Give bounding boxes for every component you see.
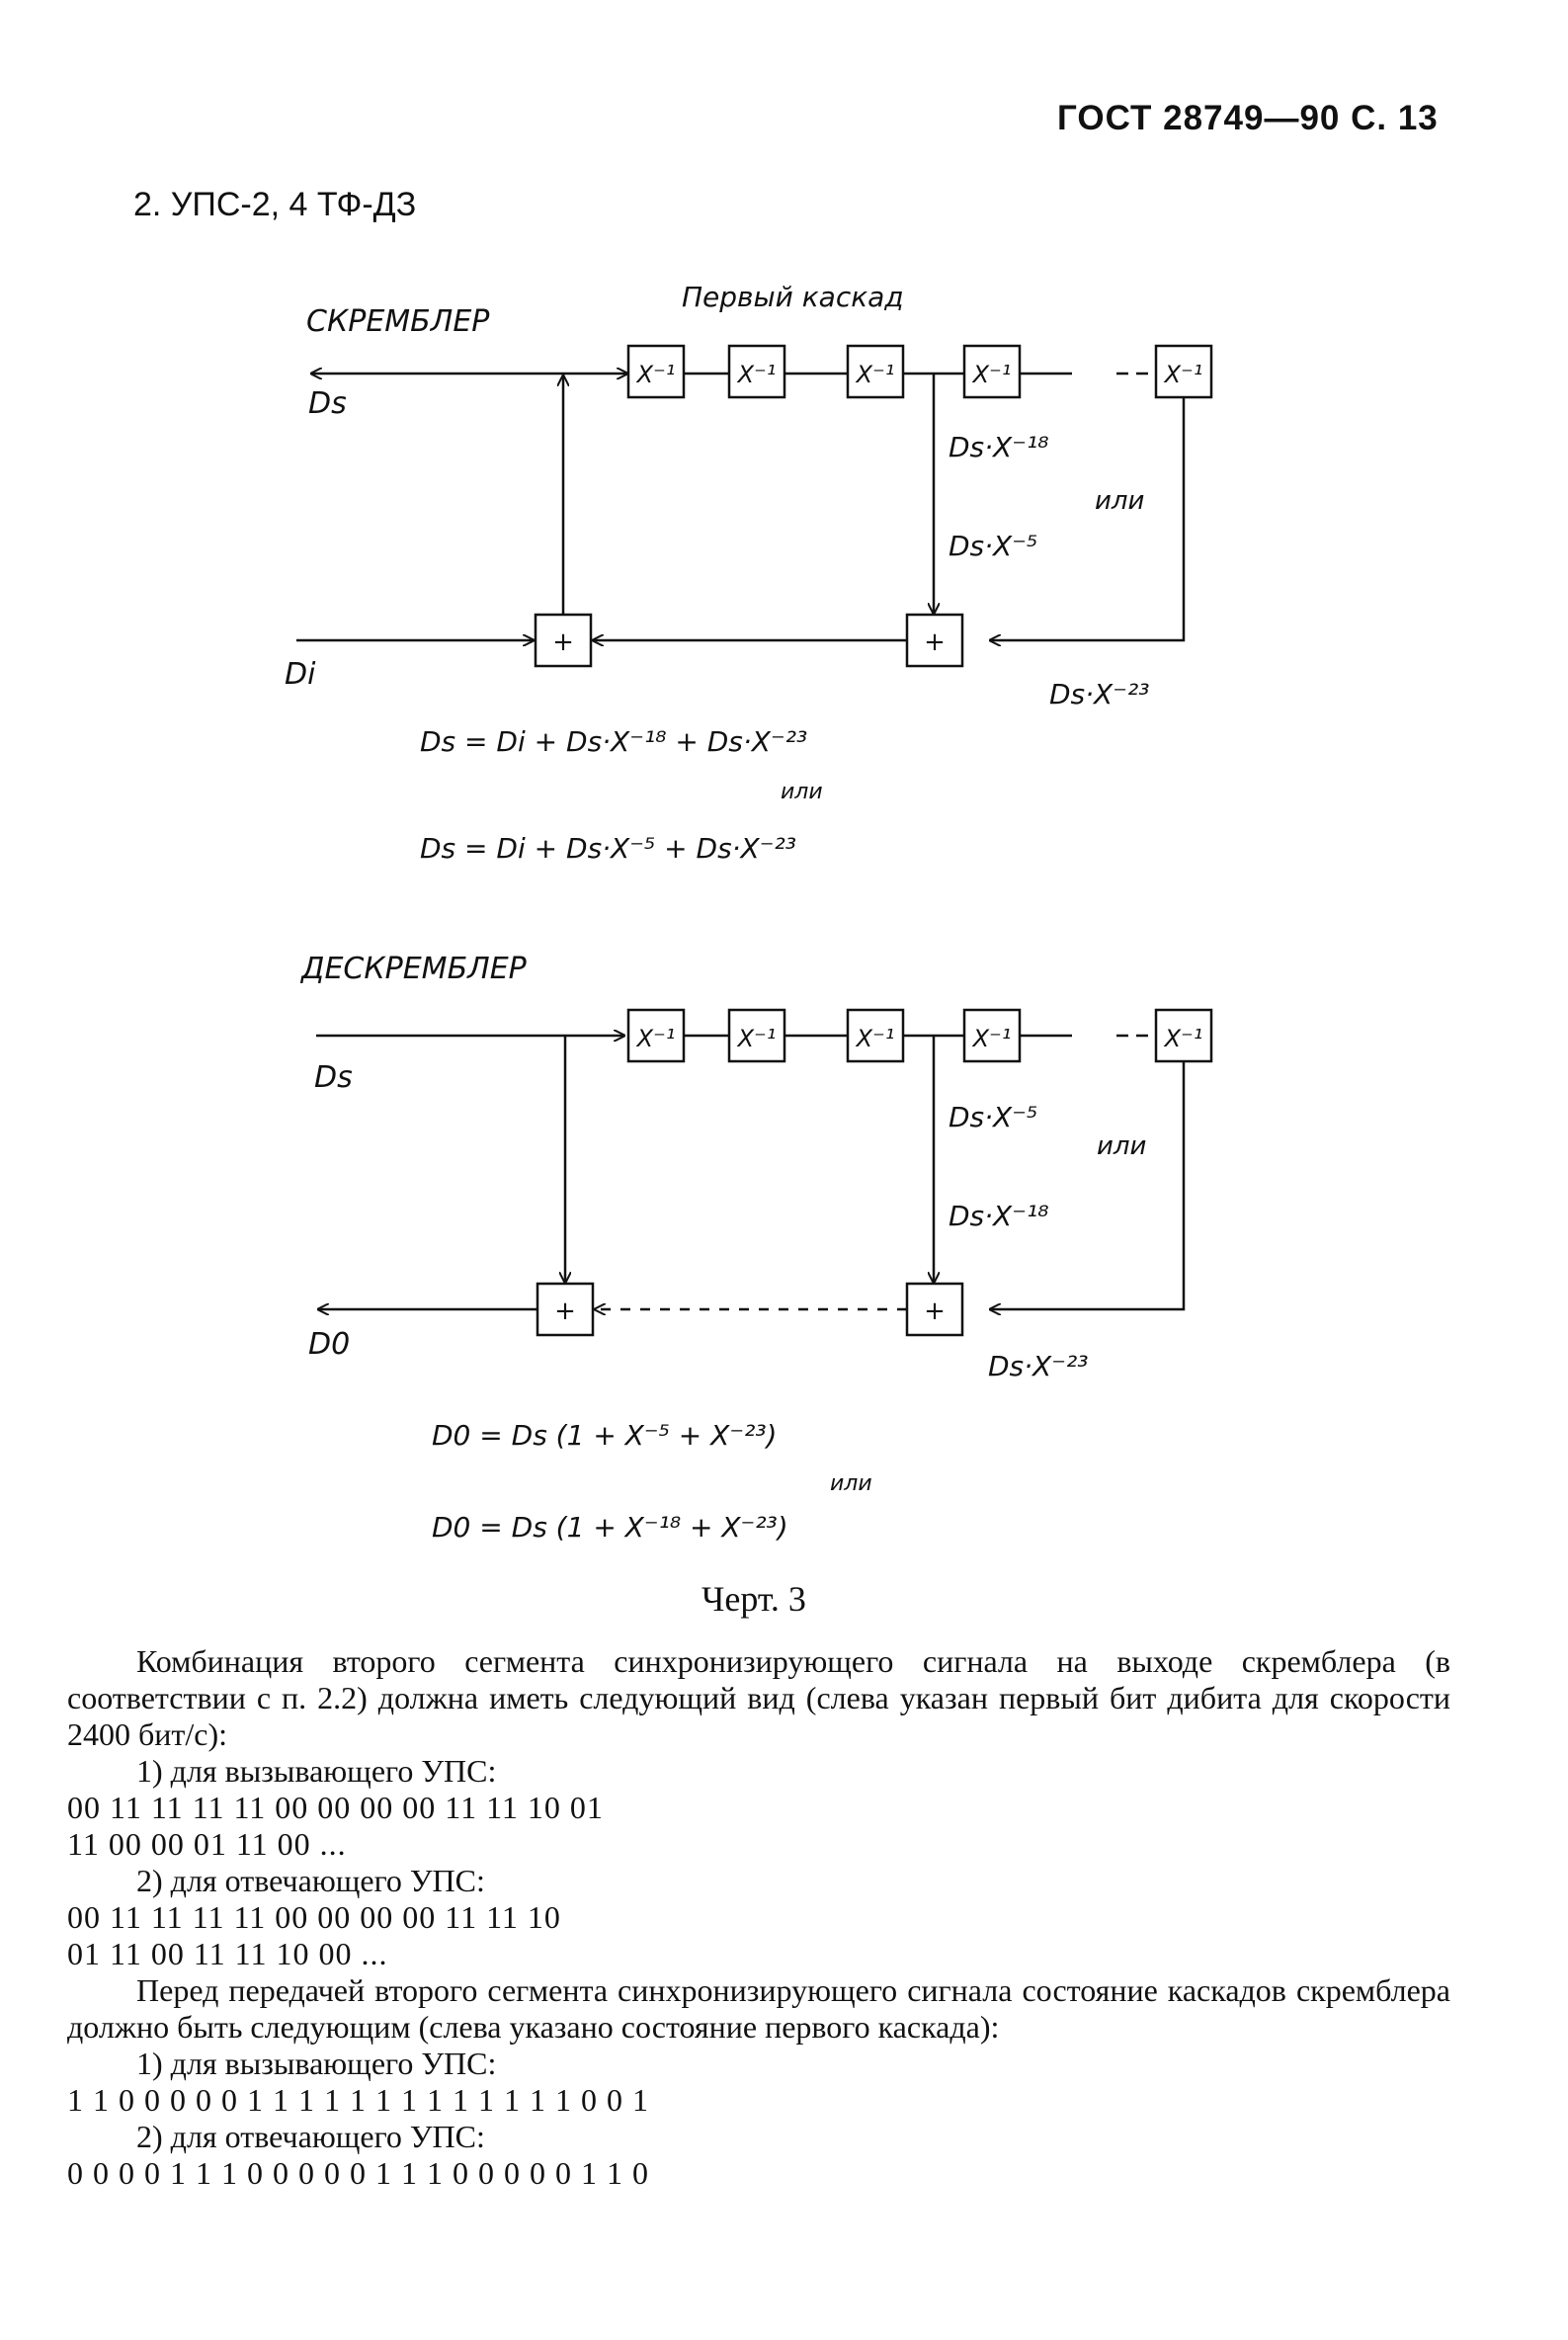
descrambler-formula-1: D0 = Ds (1 + X⁻⁵ + X⁻²³) — [432, 1419, 777, 1452]
delay-label: X⁻¹ — [971, 1025, 1012, 1052]
answering-sequence-line-2: 01 11 00 11 11 10 00 ... — [67, 1936, 388, 1971]
scrambler-delay-chain: X⁻¹ X⁻¹ X⁻¹ X⁻¹ X⁻¹ — [626, 344, 1213, 399]
descrambler-output-label: D0 — [308, 1327, 350, 1362]
adder-label: + — [552, 627, 574, 657]
descrambler-adder-right — [905, 1282, 964, 1337]
descrambler-formula-or: или — [830, 1471, 872, 1496]
descrambler-tap3-label: Ds·X⁻²³ — [988, 1350, 1088, 1382]
delay-cell — [962, 344, 1022, 399]
descrambler-feedback-line — [990, 1061, 1186, 1309]
figure-caption: Черт. 3 — [701, 1579, 806, 1619]
section-title: 2. УПС-2, 4 ТФ-ДЗ — [133, 186, 417, 223]
item-calling-state-label: 1) для вызывающего УПС: — [136, 2046, 497, 2081]
delay-label: X⁻¹ — [635, 361, 676, 388]
answering-sequence-line-1: 00 11 11 11 11 00 00 00 00 11 11 10 — [67, 1899, 561, 1935]
delay-cell — [1154, 1008, 1213, 1063]
delay-label: X⁻¹ — [855, 1025, 895, 1052]
delay-label: X⁻¹ — [635, 1025, 676, 1052]
scrambler-diagrams: СКРЕМБЛЕР Первый каскад Ds X⁻¹ X⁻¹ X⁻¹ X… — [285, 281, 1213, 1544]
scrambler-tap2-label: Ds·X⁻⁵ — [949, 530, 1037, 562]
delay-label: X⁻¹ — [1163, 1025, 1203, 1052]
calling-state-line: 1 1 0 0 0 0 0 1 1 1 1 1 1 1 1 1 1 1 1 1 … — [67, 2082, 649, 2118]
answering-state-line: 0 0 0 0 1 1 1 0 0 0 0 0 1 1 1 0 0 0 0 0 … — [67, 2155, 649, 2191]
descrambler-tap1-label: Ds·X⁻⁵ — [949, 1101, 1037, 1133]
scrambler-feedback-line — [990, 397, 1186, 640]
scrambler-or-label: или — [1095, 486, 1144, 516]
paragraph-1: Комбинация второго сегмента синхронизиру… — [67, 1643, 1450, 1752]
delay-cell — [626, 344, 686, 399]
adder-label: + — [924, 1296, 946, 1326]
first-stage-label: Первый каскад — [682, 281, 904, 313]
scrambler-tap3-label: Ds·X⁻²³ — [1049, 678, 1149, 710]
scrambler-formula-or: или — [781, 780, 823, 804]
scrambler-formula-2: Ds = Di + Ds·X⁻⁵ + Ds·X⁻²³ — [420, 832, 796, 865]
delay-label: X⁻¹ — [736, 361, 777, 388]
delay-cell — [727, 1008, 786, 1063]
delay-label: X⁻¹ — [736, 1025, 777, 1052]
adder-label: + — [554, 1296, 576, 1326]
delay-cell — [962, 1008, 1022, 1063]
adder-label: + — [924, 627, 946, 657]
descrambler-input-label: Ds — [314, 1060, 353, 1095]
delay-label: X⁻¹ — [971, 361, 1012, 388]
descrambler-or-label: или — [1097, 1131, 1146, 1161]
item-answering-label: 2) для отвечающего УПС: — [136, 1863, 485, 1898]
delay-cell — [1154, 344, 1213, 399]
delay-label: X⁻¹ — [1163, 361, 1203, 388]
scrambler-title: СКРЕМБЛЕР — [306, 304, 490, 339]
descrambler-adder-left — [536, 1282, 595, 1337]
scrambler-adder-right — [905, 613, 964, 668]
delay-cell — [727, 344, 786, 399]
page-header: ГОСТ 28749—90 С. 13 — [1057, 99, 1439, 137]
scrambler-tap1-label: Ds·X⁻¹⁸ — [949, 431, 1048, 463]
delay-label: X⁻¹ — [855, 361, 895, 388]
calling-sequence-line-2: 11 00 00 01 11 00 ... — [67, 1826, 347, 1862]
descrambler-formula-2: D0 = Ds (1 + X⁻¹⁸ + X⁻²³) — [432, 1511, 788, 1544]
item-calling-label: 1) для вызывающего УПС: — [136, 1753, 497, 1789]
descrambler-delay-chain: X⁻¹ X⁻¹ X⁻¹ X⁻¹ X⁻¹ — [626, 1008, 1213, 1063]
body-text: Комбинация второго сегмента синхронизиру… — [67, 1643, 1450, 2192]
scrambler-output-label: Ds — [308, 386, 347, 421]
scrambler-formula-1: Ds = Di + Ds·X⁻¹⁸ + Ds·X⁻²³ — [420, 725, 807, 758]
descrambler-title: ДЕСКРЕМБЛЕР — [299, 952, 528, 986]
calling-sequence-line-1: 00 11 11 11 11 00 00 00 00 11 11 10 01 — [67, 1790, 604, 1825]
paragraph-2: Перед передачей второго сегмента синхрон… — [67, 1972, 1450, 2045]
scrambler-input-label: Di — [285, 657, 316, 692]
descrambler-tap2-label: Ds·X⁻¹⁸ — [949, 1200, 1048, 1232]
delay-cell — [846, 344, 905, 399]
delay-cell — [626, 1008, 686, 1063]
item-answering-state-label: 2) для отвечающего УПС: — [136, 2119, 485, 2154]
